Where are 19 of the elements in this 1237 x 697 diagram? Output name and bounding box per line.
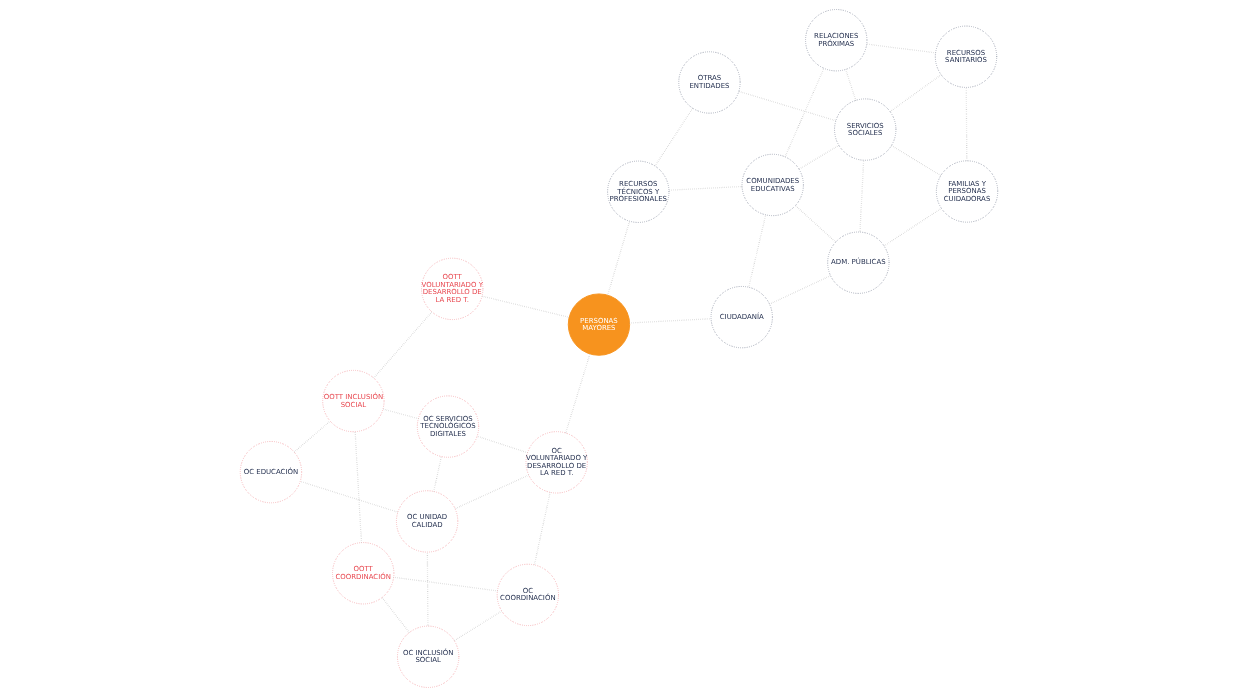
connector: [372, 311, 433, 379]
connector: [381, 596, 410, 634]
connector: [354, 431, 362, 544]
connector: [889, 74, 942, 113]
connector: [628, 318, 712, 324]
connector: [844, 68, 856, 101]
connector: [381, 408, 419, 420]
connector: [453, 610, 502, 642]
connector: [768, 275, 831, 305]
connector: [890, 144, 941, 177]
connector: [883, 207, 942, 247]
connector: [653, 107, 693, 167]
connector: [667, 185, 743, 191]
connector: [392, 576, 498, 592]
connector: [747, 214, 766, 288]
connector: [299, 480, 398, 513]
connector: [783, 67, 824, 158]
connector: [533, 491, 551, 566]
connector: [454, 474, 529, 510]
